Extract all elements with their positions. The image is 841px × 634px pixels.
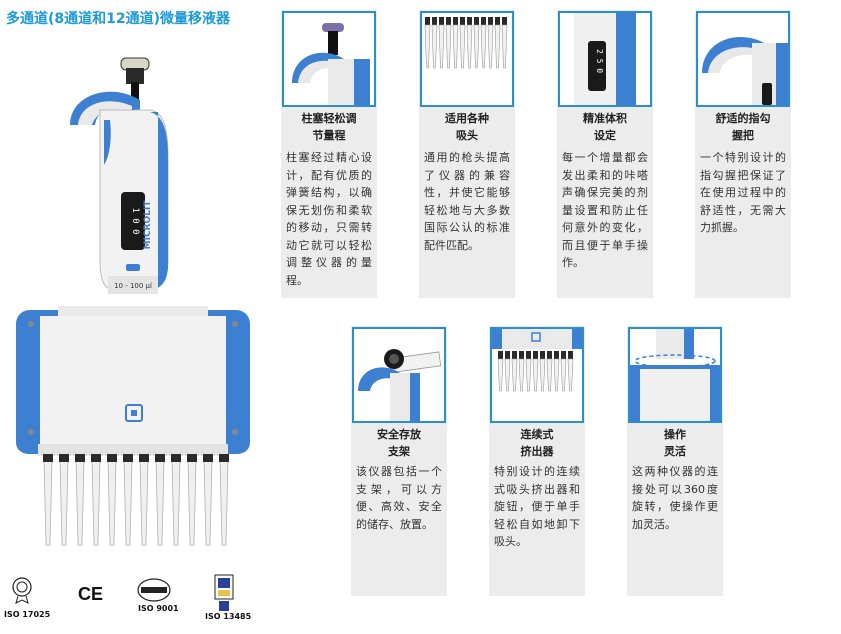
feature-desc-plunger: 柱塞经过精心设计，配有优质的弹簧结构，以确保无划伤和柔软的移动，只需转动它就可以… (286, 151, 372, 287)
ce-mark: CE (78, 584, 104, 604)
feature-image-grip (696, 11, 790, 107)
feature-card-rotation: 操作 灵活 这两种仪器的连接处可以360度旋转，使操作更加灵活。 (627, 326, 723, 596)
feature-title-volume-line1: 精准体积 (583, 112, 627, 125)
feature-desc-ejector: 特别设计的连续式吸头挤出器和旋钮，便于单手轻松自如地卸下吸头。 (494, 465, 580, 548)
feature-card-stand: 安全存放 支架 该仪器包括一个支架，可以方便、高效、安全的储存、放置。 (351, 326, 447, 596)
iso-17025-label: ISO 17025 (4, 610, 51, 619)
multichannel-pipette-illustration: 1 0 0 MICROLIT 10 - 100 µl (16, 57, 250, 546)
iso-13485-label: ISO 13485 (205, 612, 252, 621)
feature-desc-grip: 一个特别设计的指勾握把保证了在使用过程中的舒适性，无需大力抓握。 (700, 151, 786, 234)
iso-9001-label: ISO 9001 (138, 604, 179, 613)
feature-title-tips-line2: 吸头 (456, 129, 478, 142)
feature-card-volume: 2 5 0 精准体积 设定 每一个增量都会发出柔和的咔嗒声确保完美的剂量设置和防… (557, 10, 653, 298)
feature-title-volume-line2: 设定 (594, 129, 616, 142)
brand-label: MICROLIT (143, 200, 153, 250)
feature-card-ejector: 连续式 挤出器 特别设计的连续式吸头挤出器和旋钮，便于单手轻松自如地卸下吸头。 (489, 326, 585, 596)
feature-title-plunger-line1: 柱塞轻松调 (301, 112, 357, 125)
feature-image-plunger (282, 11, 376, 107)
feature-desc-rotation: 这两种仪器的连接处可以360度旋转，使操作更加灵活。 (632, 465, 718, 531)
page-title: 多通道(8通道和12通道)微量移液器 (6, 11, 231, 27)
feature-title-grip-line1: 舒适的指勾 (715, 112, 771, 125)
feature-title-ejector-line2: 挤出器 (520, 445, 554, 458)
feature-image-ejector (490, 327, 584, 423)
volume-display: 1 0 0 (130, 207, 140, 234)
feature-title-ejector-line1: 连续式 (520, 428, 554, 441)
feature-image-stand (352, 327, 446, 423)
feature-card-plunger: 柱塞轻松调 节量程 柱塞经过精心设计，配有优质的弹簧结构，以确保无划伤和柔软的移… (281, 10, 377, 298)
feature-title-plunger-line2: 节量程 (312, 129, 346, 142)
feature-title-tips-line1: 适用各种 (445, 112, 489, 125)
iso-13485-seal-icon (214, 574, 234, 611)
feature-desc-stand: 该仪器包括一个支架，可以方便、高效、安全的储存、放置。 (356, 465, 442, 531)
feature-image-tips (420, 11, 514, 107)
feature-title-grip-line2: 握把 (732, 129, 754, 142)
range-label: 10 - 100 µl (114, 282, 152, 290)
feature-desc-tips: 通用的枪头提高了仪器的兼容性，并使它能够轻松地与大多数国际公认的标准配件匹配。 (424, 151, 510, 252)
feature-card-grip: 舒适的指勾 握把 一个特别设计的指勾握把保证了在使用过程中的舒适性，无需大力抓握… (695, 10, 791, 298)
feature-card-tips: 适用各种 吸头 通用的枪头提高了仪器的兼容性，并使它能够轻松地与大多数国际公认的… (419, 10, 515, 298)
feature-title-stand-line2: 支架 (388, 445, 410, 458)
iso-9001-seal-icon (137, 578, 171, 602)
feature-title-stand-line1: 安全存放 (377, 428, 421, 441)
feature-image-rotation (628, 327, 722, 423)
iso-17025-seal-icon (12, 577, 32, 604)
feature-image-volume: 2 5 0 (558, 11, 652, 107)
feature-title-rotation-line1: 操作 (664, 428, 686, 441)
certification-logos: ISO 17025 CE ISO 9001 ISO 13485 (0, 570, 270, 634)
feature-desc-volume: 每一个增量都会发出柔和的咔嗒声确保完美的剂量设置和防止任何意外的变化，而且便于单… (562, 151, 648, 269)
svg-text:2 5 0: 2 5 0 (595, 49, 604, 73)
feature-title-rotation-line2: 灵活 (664, 445, 686, 458)
